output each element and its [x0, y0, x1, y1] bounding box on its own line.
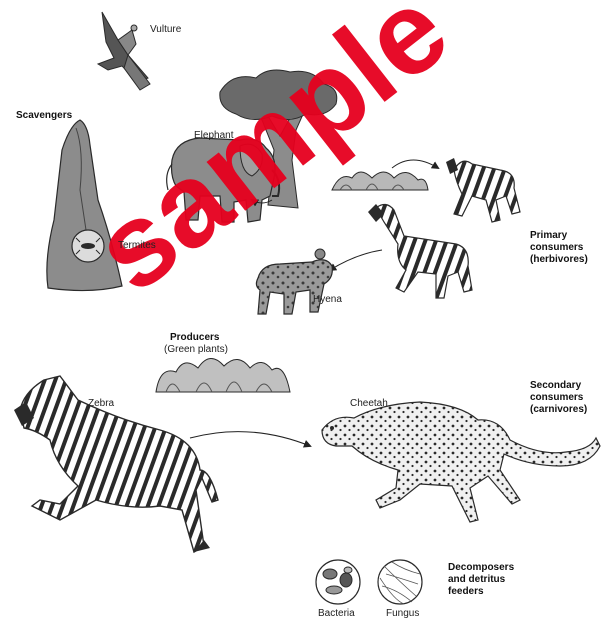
arrow-grass-to-zebra [392, 160, 438, 168]
label-producers-sub: (Green plants) [164, 344, 228, 356]
zebra-large-illustration [14, 376, 218, 552]
label-primary-3: (herbivores) [530, 254, 588, 266]
label-producers: Producers [170, 332, 219, 344]
grass-patch-large [156, 358, 290, 392]
zebra-medium-illustration [368, 204, 472, 298]
grass-patch-small [332, 172, 428, 190]
label-vulture: Vulture [150, 24, 181, 36]
label-hyena: Hyena [313, 294, 342, 306]
label-primary-1: Primary [530, 230, 567, 242]
label-cheetah: Cheetah [350, 398, 388, 410]
label-secondary-3: (carnivores) [530, 404, 587, 416]
zebra-small-illustration [446, 158, 520, 222]
label-bacteria: Bacteria [318, 608, 355, 620]
arrow-zebra-to-hyena [330, 250, 382, 270]
label-scavengers: Scavengers [16, 110, 72, 122]
bacteria-illustration [316, 560, 360, 604]
label-elephant: Elephant [194, 130, 233, 142]
vulture-illustration [98, 12, 150, 90]
label-primary-2: consumers [530, 242, 583, 254]
label-decomposers-2: and detritus [448, 574, 505, 586]
label-zebra: Zebra [88, 398, 114, 410]
label-secondary-1: Secondary [530, 380, 581, 392]
label-decomposers-3: feeders [448, 586, 484, 598]
arrow-zebra-to-cheetah [190, 432, 310, 446]
fungus-illustration [378, 560, 422, 604]
label-fungus: Fungus [386, 608, 419, 620]
label-termites: Termites [118, 240, 156, 252]
cheetah-illustration [322, 402, 600, 522]
label-decomposers-1: Decomposers [448, 562, 514, 574]
label-secondary-2: consumers [530, 392, 583, 404]
